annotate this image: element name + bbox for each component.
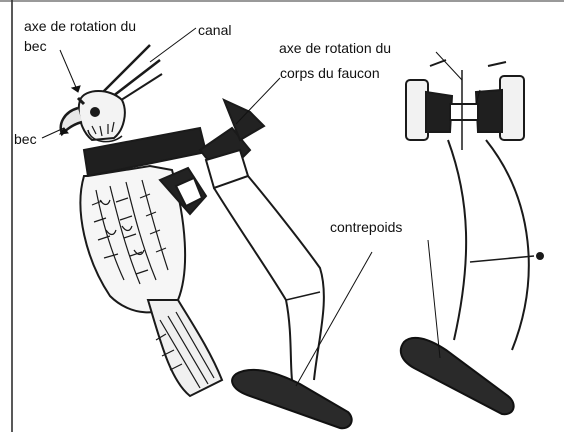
- falcon-figure: [61, 45, 222, 396]
- label-body-rotation-axis: axe de rotation du: [279, 40, 391, 57]
- label-canal: canal: [198, 22, 231, 39]
- label-beak-rotation-axis-line2: bec: [24, 38, 47, 55]
- label-beak-rotation-axis: axe de rotation du: [24, 18, 136, 35]
- right-assembly: [406, 60, 524, 150]
- label-counterweight: contrepoids: [330, 219, 402, 236]
- right-arm: [448, 140, 543, 350]
- label-body-rotation-axis-line2: corps du faucon: [280, 65, 380, 82]
- label-beak: bec: [14, 131, 37, 148]
- right-counterweight: [401, 338, 514, 414]
- left-arm: [214, 176, 324, 380]
